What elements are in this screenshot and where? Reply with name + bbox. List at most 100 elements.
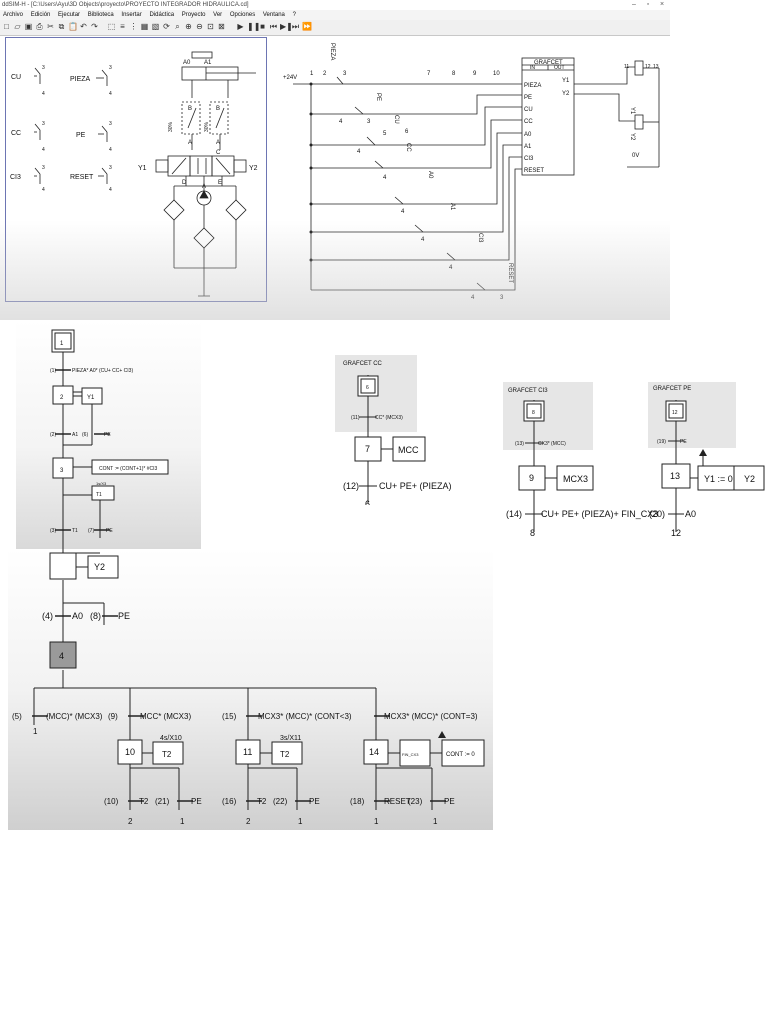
grafcet-cc-jump: 6 xyxy=(365,499,370,505)
undo-icon[interactable]: ↶ xyxy=(80,22,87,31)
menu-ver[interactable]: Ver xyxy=(213,12,223,18)
play-icon[interactable]: ▶ xyxy=(237,22,244,31)
transition-number: (4) xyxy=(42,611,53,621)
grafcet-step[interactable] xyxy=(52,457,74,479)
transition-condition: PE xyxy=(104,432,111,438)
save-icon[interactable]: ▣ xyxy=(24,22,33,31)
zoom-icon[interactable]: ⌕ xyxy=(175,22,180,31)
electrical-schematic-panel[interactable]: +24V 1 2 3 7 8 9 10 PIEZA PE CU CC A0 A1… xyxy=(267,37,670,301)
menu-help[interactable]: ? xyxy=(292,12,296,18)
transition-condition: MCX3* (MCC)* (CONT=3) xyxy=(384,712,478,721)
grafcet-step-initial-inner xyxy=(54,332,72,350)
step-number: 3 xyxy=(60,468,64,474)
redo-icon[interactable]: ↷ xyxy=(91,22,98,31)
paste-icon[interactable]: 📋 xyxy=(68,22,78,31)
step-forward-icon[interactable]: ▶❚ xyxy=(280,22,293,31)
close-button[interactable]: × xyxy=(659,1,665,8)
action-label: T2 xyxy=(280,750,290,759)
grafcet-ci3-step-9: 9 xyxy=(529,473,534,483)
coil-term: 11 xyxy=(624,64,629,70)
ungroup-icon[interactable]: ▧ xyxy=(151,22,160,31)
contact-label-a1: A1 xyxy=(449,203,455,211)
grafcet-cc-diagram: GRAFCET CC 6 (11) CC* (MCX3) 7 MCC (12) … xyxy=(335,355,452,505)
zoom-in-icon[interactable]: ⊕ xyxy=(185,22,192,31)
grafcet-ci3-t13-num: (13) xyxy=(515,441,524,447)
step-icon[interactable]: ⏭ xyxy=(291,22,300,31)
zoom-fit-icon[interactable]: ⊡ xyxy=(207,22,214,31)
minimize-button[interactable]: – xyxy=(632,1,636,8)
jump-target: 2 xyxy=(128,817,133,826)
grafcet-step[interactable] xyxy=(363,739,389,765)
stop-icon[interactable]: ■ xyxy=(260,22,265,31)
grafcet-cc-t11-cond: CC* (MCX3) xyxy=(375,415,403,421)
jump-target: 1 xyxy=(433,817,438,826)
grafcet-cc-t11-num: (11) xyxy=(351,415,360,421)
transition-condition: PE xyxy=(309,797,320,806)
transition-number: (2) xyxy=(50,432,56,438)
pause-icon[interactable]: ❚❚ xyxy=(247,22,261,31)
grafcet-input: CU xyxy=(524,107,533,113)
menu-proyecto[interactable]: Proyecto xyxy=(181,12,206,18)
valve-label: D xyxy=(182,180,187,186)
contact-num: 6 xyxy=(405,129,409,135)
jump-target: 1 xyxy=(374,817,379,826)
node-number: 8 xyxy=(452,71,456,77)
maximize-button[interactable]: ▫ xyxy=(646,1,650,8)
zoom-window-icon[interactable]: ⊠ xyxy=(218,22,225,31)
transition-condition: PE xyxy=(444,797,455,806)
grafcet-cc-title: GRAFCET CC xyxy=(343,361,383,367)
valve-label: E xyxy=(218,180,222,186)
transition-number: (23) xyxy=(408,797,423,806)
menu-insertar[interactable]: Insertar xyxy=(121,12,142,18)
menu-ejecutar[interactable]: Ejecutar xyxy=(58,12,81,18)
select-icon[interactable]: ⬚ xyxy=(107,22,116,31)
contact-no: 4 xyxy=(109,187,112,193)
transition-number: (8) xyxy=(90,611,101,621)
transition-number: (5) xyxy=(12,712,22,721)
cut-icon[interactable]: ✂ xyxy=(47,22,54,31)
action-label: T2 xyxy=(162,750,172,759)
coil-term: 13 xyxy=(653,64,659,70)
transition-condition: T2 xyxy=(257,797,267,806)
menu-didactica[interactable]: Didáctica xyxy=(149,12,175,18)
align-icon[interactable]: ≡ xyxy=(120,22,125,31)
grafcet-pe-t19-num: (19) xyxy=(657,439,666,445)
transition-number: (15) xyxy=(222,712,237,721)
print-icon[interactable]: ⎙ xyxy=(36,22,43,31)
grafcet-step[interactable] xyxy=(52,385,74,405)
grafcet-step[interactable] xyxy=(117,739,143,765)
grafcet-step[interactable] xyxy=(235,739,261,765)
group-icon[interactable]: ▦ xyxy=(140,22,149,31)
node-number: 2 xyxy=(323,71,327,77)
menu-biblioteca[interactable]: Biblioteca xyxy=(87,12,114,18)
menu-edicion[interactable]: Edición xyxy=(30,12,51,18)
hydraulic-schematic-panel[interactable]: CU CC CI3 PIEZA PE RESET 3 4 3 4 3 4 3 4… xyxy=(5,37,267,302)
fast-forward-icon[interactable]: ⏩ xyxy=(302,22,312,31)
coil-y2: Y2 xyxy=(629,133,635,141)
switch-pe xyxy=(98,125,108,142)
grafcet-block-title: GRAFCET xyxy=(534,60,563,66)
distribute-icon[interactable]: ⋮ xyxy=(129,22,138,31)
flow-pct: 30% xyxy=(168,121,174,132)
menu-archivo[interactable]: Archivo xyxy=(3,12,24,18)
grafcet-step[interactable] xyxy=(49,552,77,580)
zoom-out-icon[interactable]: ⊖ xyxy=(196,22,203,31)
step-back-icon[interactable]: ⏮ xyxy=(269,22,278,31)
rotate-icon[interactable]: ⟳ xyxy=(163,22,170,31)
menu-opciones[interactable]: Opciones xyxy=(229,12,256,18)
switch-pieza xyxy=(96,69,108,86)
grafcet-ci3-diagram: GRAFCET CI3 8 (13) CX3* (MCC) 9 MCX3 (14… xyxy=(503,382,658,538)
action-label: CONT := (CONT+1)* #CI3 xyxy=(99,466,157,472)
step-number: 14 xyxy=(369,747,379,757)
menu-ventana[interactable]: Ventana xyxy=(262,12,285,18)
copy-icon[interactable]: ⧉ xyxy=(58,22,65,31)
grafcet-cc-init-step: 6 xyxy=(366,385,369,391)
window-title: ddSIM-H - [C:\Users\Ayu\3D Objects\proye… xyxy=(2,2,249,8)
menu-bar: Archivo Edición Ejecutar Biblioteca Inse… xyxy=(0,10,670,20)
solenoid-y1: Y1 xyxy=(138,165,147,172)
contact-label-ci3: CI3 xyxy=(477,233,483,243)
new-icon[interactable]: □ xyxy=(4,22,9,31)
grafcet-step[interactable] xyxy=(49,641,77,669)
open-icon[interactable]: ▱ xyxy=(14,22,21,31)
grafcet-ci3-t14-num: (14) xyxy=(506,509,522,519)
